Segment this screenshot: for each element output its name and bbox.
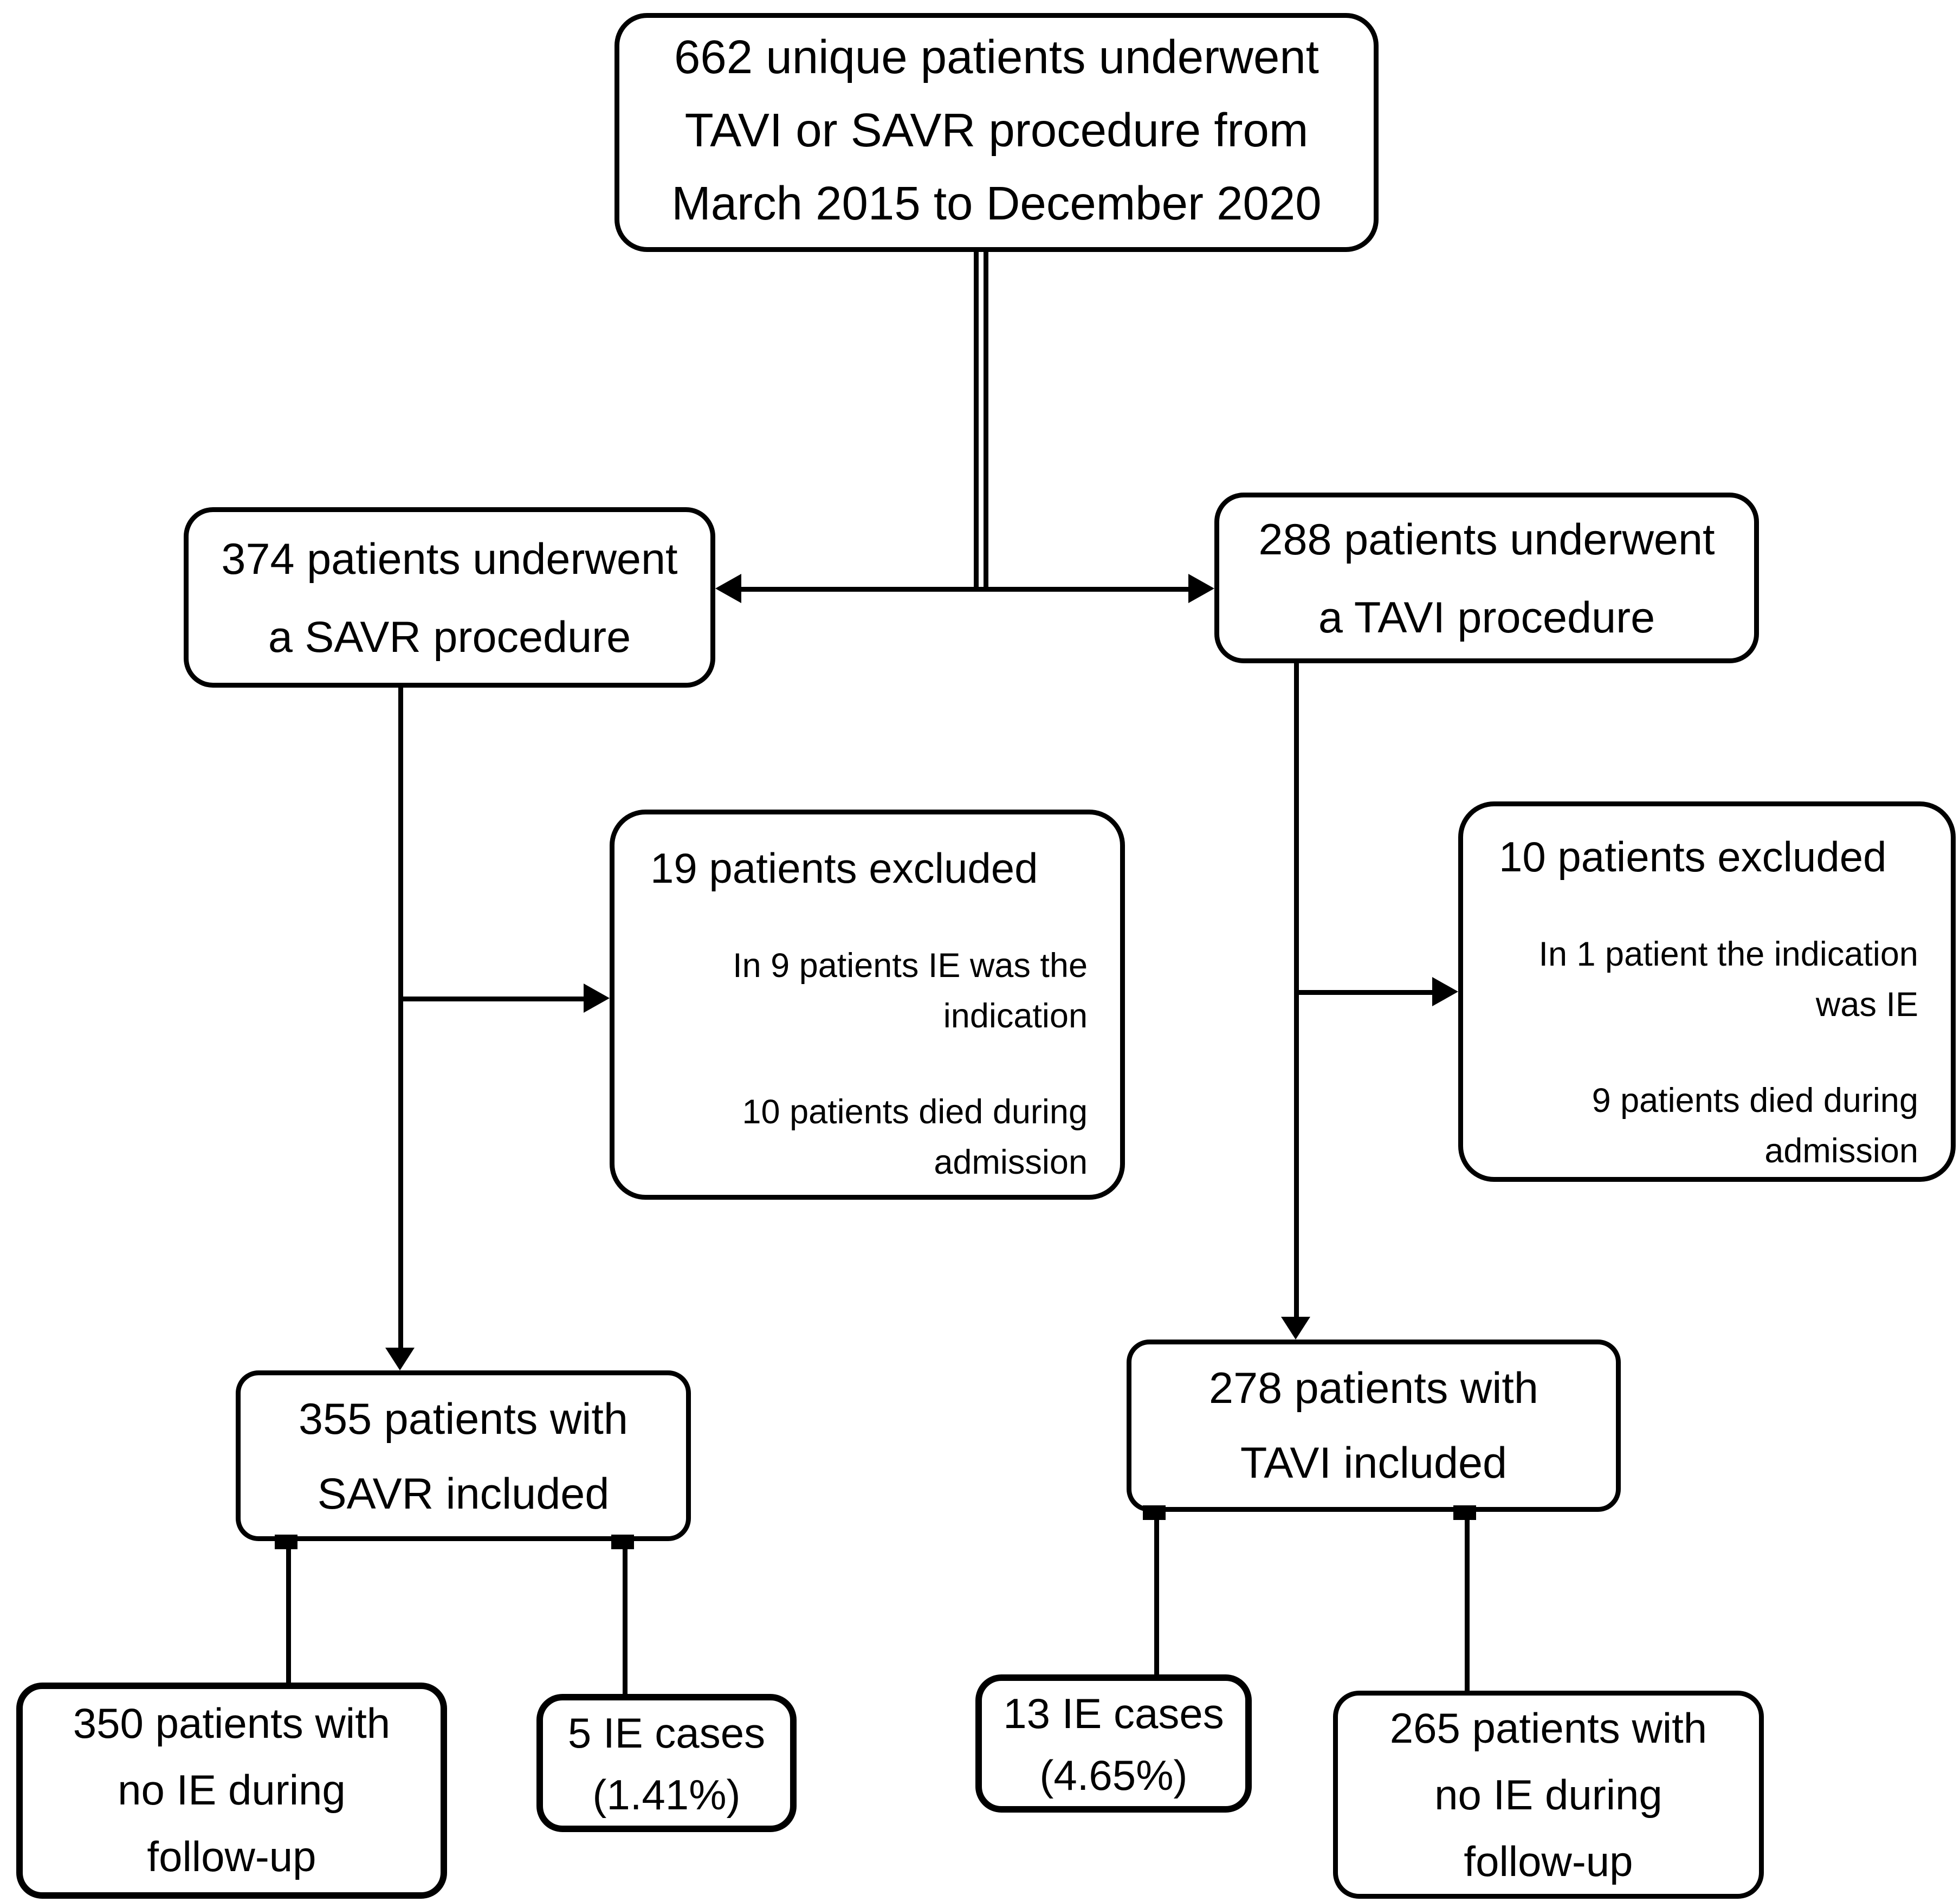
connector-savr-no-ie xyxy=(286,1541,291,1683)
box-tavi-included: 278 patients with TAVI included xyxy=(1127,1340,1621,1512)
arrowhead-to-savr-excluded-icon xyxy=(584,984,610,1013)
box-text-line: 350 patients with xyxy=(73,1699,391,1748)
box-savr-included: 355 patients with SAVR included xyxy=(236,1370,691,1541)
box-savr-ie-cases: 5 IE cases (1.41%) xyxy=(536,1694,797,1832)
reason-text-line: admission xyxy=(934,1144,1088,1182)
excluded-title: 19 patients excluded xyxy=(650,844,1038,892)
box-text-line: 355 patients with xyxy=(299,1394,628,1443)
connector-total-down-double-line xyxy=(974,252,988,592)
box-text-line: March 2015 to December 2020 xyxy=(671,179,1322,231)
excluded-reason: 9 patients died during admission xyxy=(1499,1076,1918,1177)
connector-tavi-no-ie xyxy=(1465,1512,1470,1691)
box-text-line: SAVR included xyxy=(317,1468,610,1518)
box-text-line: 13 IE cases xyxy=(1003,1688,1224,1737)
box-text-line: 278 patients with xyxy=(1209,1364,1538,1413)
box-tavi-no-ie: 265 patients with no IE during follow-up xyxy=(1333,1691,1764,1899)
box-text-line: 5 IE cases xyxy=(567,1707,766,1757)
box-total-patients: 662 unique patients underwent TAVI or SA… xyxy=(614,13,1379,252)
arrowhead-to-tavi-included-icon xyxy=(1281,1317,1310,1340)
excluded-reason: In 1 patient the indication was IE xyxy=(1499,930,1918,1031)
reason-text-line: admission xyxy=(1764,1133,1918,1170)
connector-savr-ie xyxy=(623,1541,628,1694)
box-tavi-ie-cases: 13 IE cases (4.65%) xyxy=(975,1674,1252,1813)
box-text-line: a SAVR procedure xyxy=(268,612,631,661)
excluded-reason: 10 patients died during admission xyxy=(650,1088,1088,1188)
connector-savr-down xyxy=(398,688,403,1349)
reason-text-line: In 1 patient the indication xyxy=(1538,936,1918,974)
arrowhead-to-tavi-icon xyxy=(1188,574,1214,603)
reason-text-line: indication xyxy=(943,998,1088,1036)
box-tavi-procedure: 288 patients underwent a TAVI procedure xyxy=(1214,493,1759,663)
box-text-line: no IE during xyxy=(118,1765,346,1814)
reason-text-line: 10 patients died during xyxy=(742,1094,1088,1131)
box-savr-no-ie: 350 patients with no IE during follow-up xyxy=(16,1683,447,1899)
box-text-line: (1.41%) xyxy=(592,1769,741,1819)
connector-savr-exclusion-branch xyxy=(398,997,588,1001)
box-text-line: 288 patients underwent xyxy=(1258,514,1715,564)
box-text-line: follow-up xyxy=(147,1832,316,1881)
box-savr-excluded: 19 patients excluded In 9 patients IE wa… xyxy=(610,810,1125,1200)
box-text-line: TAVI included xyxy=(1240,1439,1508,1487)
excluded-title: 10 patients excluded xyxy=(1499,832,1887,881)
reason-text-line: In 9 patients IE was the xyxy=(733,948,1088,985)
box-savr-procedure: 374 patients underwent a SAVR procedure xyxy=(184,507,715,688)
box-text-line: 265 patients with xyxy=(1389,1703,1707,1752)
arrowhead-to-savr-icon xyxy=(715,574,741,603)
connector-split-horizontal xyxy=(738,587,1195,592)
box-text-line: a TAVI procedure xyxy=(1318,592,1655,642)
box-text-line: 374 patients underwent xyxy=(221,534,678,583)
excluded-reason: In 9 patients IE was the indication xyxy=(650,941,1088,1042)
box-text-line: (4.65%) xyxy=(1039,1750,1188,1799)
arrowhead-to-savr-included-icon xyxy=(385,1348,415,1370)
box-text-line: 662 unique patients underwent xyxy=(674,33,1319,85)
box-text-line: TAVI or SAVR procedure from xyxy=(684,106,1309,158)
box-tavi-excluded: 10 patients excluded In 1 patient the in… xyxy=(1458,801,1956,1182)
box-text-line: follow-up xyxy=(1464,1836,1633,1885)
arrowhead-to-tavi-excluded-icon xyxy=(1432,977,1458,1006)
connector-tavi-exclusion-branch xyxy=(1296,990,1439,995)
connector-tavi-ie xyxy=(1154,1512,1159,1674)
box-text-line: no IE during xyxy=(1434,1769,1663,1819)
reason-text-line: 9 patients died during xyxy=(1592,1083,1918,1120)
reason-text-line: was IE xyxy=(1815,987,1918,1024)
